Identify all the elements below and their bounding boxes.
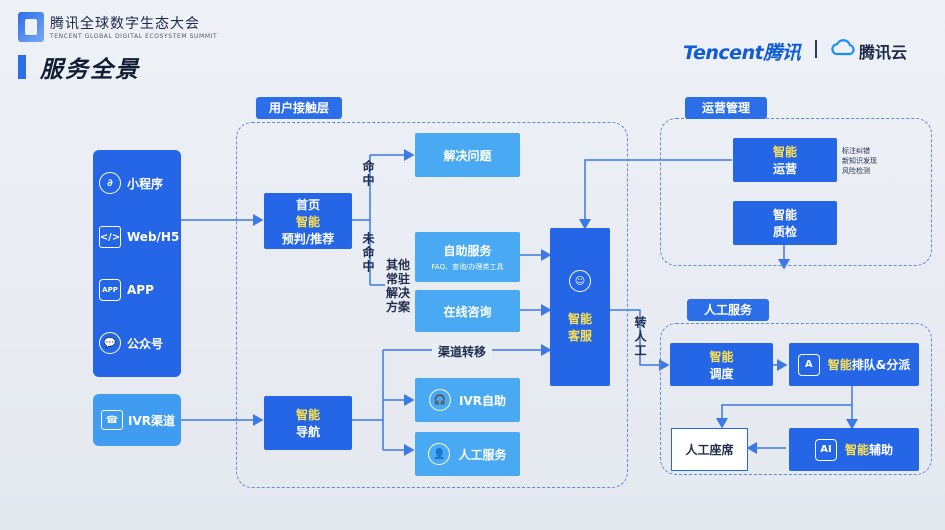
brand-divider [815, 40, 817, 58]
channel-ivr[interactable]: ☎IVR渠道 [93, 394, 181, 446]
page-title: 服务全景 [40, 57, 140, 83]
human-service-tab: 人工服务 [687, 299, 769, 321]
self-service-box[interactable]: 自助服务 FAQ、查询/办理类工具 [415, 232, 520, 282]
channel-mini-program[interactable]: ∂小程序 [99, 168, 179, 198]
chat-bubble-icon: ☺ [569, 270, 591, 292]
phone-monitor-icon: ☎ [101, 410, 123, 430]
human-service-entry-box[interactable]: 👤人工服务 [415, 432, 520, 476]
hit-label: 命中 [361, 160, 375, 188]
solve-problem-box[interactable]: 解决问题 [415, 133, 520, 177]
ivr-self-box[interactable]: 🎧IVR自助 [415, 378, 520, 422]
person-icon: 👤 [428, 443, 451, 465]
tencent-brand: Tencent腾讯 [683, 42, 801, 64]
ai-assist-icon: AI [814, 438, 837, 461]
smart-ops-box[interactable]: 智能 运营 [733, 138, 837, 182]
smart-dispatch-box[interactable]: 智能 调度 [670, 343, 773, 386]
user-layer-tab: 用户接触层 [256, 97, 342, 119]
title-accent-bar [18, 55, 26, 79]
human-service-region [660, 323, 932, 475]
miss-label: 未命中 [361, 232, 375, 274]
other-solutions-label: 其他常驻解决方案 [386, 258, 411, 314]
mini-program-icon: ∂ [99, 172, 121, 194]
tencent-cloud-icon [831, 39, 855, 56]
summit-logo-icon [18, 12, 44, 42]
app-icon: APP [99, 279, 121, 301]
tencent-cloud-brand: 腾讯云 [859, 43, 908, 62]
smart-queue-box[interactable]: A 智能排队&分派 [789, 343, 919, 386]
channel-wechat[interactable]: 💬公众号 [99, 328, 179, 358]
online-consult-box[interactable]: 在线咨询 [415, 290, 520, 332]
operations-tab: 运营管理 [685, 97, 767, 119]
headset-icon: 🎧 [429, 389, 451, 411]
ai-translate-icon: A [797, 353, 820, 376]
to-human-label: 转人工 [633, 316, 647, 358]
wechat-icon: 💬 [99, 332, 121, 354]
smart-nav-box[interactable]: 智能 导航 [264, 396, 352, 450]
user-layer-region [236, 122, 628, 488]
channel-transfer-label: 渠道转移 [432, 343, 493, 360]
summit-title: 腾讯全球数字生态大会 [50, 16, 200, 32]
operations-region [660, 118, 932, 266]
smart-assist-box[interactable]: AI 智能辅助 [789, 428, 919, 471]
channel-web-h5[interactable]: </>Web/H5 [99, 222, 179, 252]
ops-notes: 标注纠错 新知识发现 风险检测 [842, 147, 877, 175]
human-seat-box[interactable]: 人工座席 [671, 428, 748, 471]
smart-customer-service-box[interactable]: ☺ 智能 客服 [550, 228, 610, 386]
web-code-icon: </> [99, 226, 121, 248]
smart-qa-box[interactable]: 智能 质检 [733, 201, 837, 245]
summit-subtitle: TENCENT GLOBAL DIGITAL ECOSYSTEM SUMMIT [50, 33, 218, 40]
home-smart-predict-box[interactable]: 首页 智能 预判/推荐 [264, 193, 352, 249]
